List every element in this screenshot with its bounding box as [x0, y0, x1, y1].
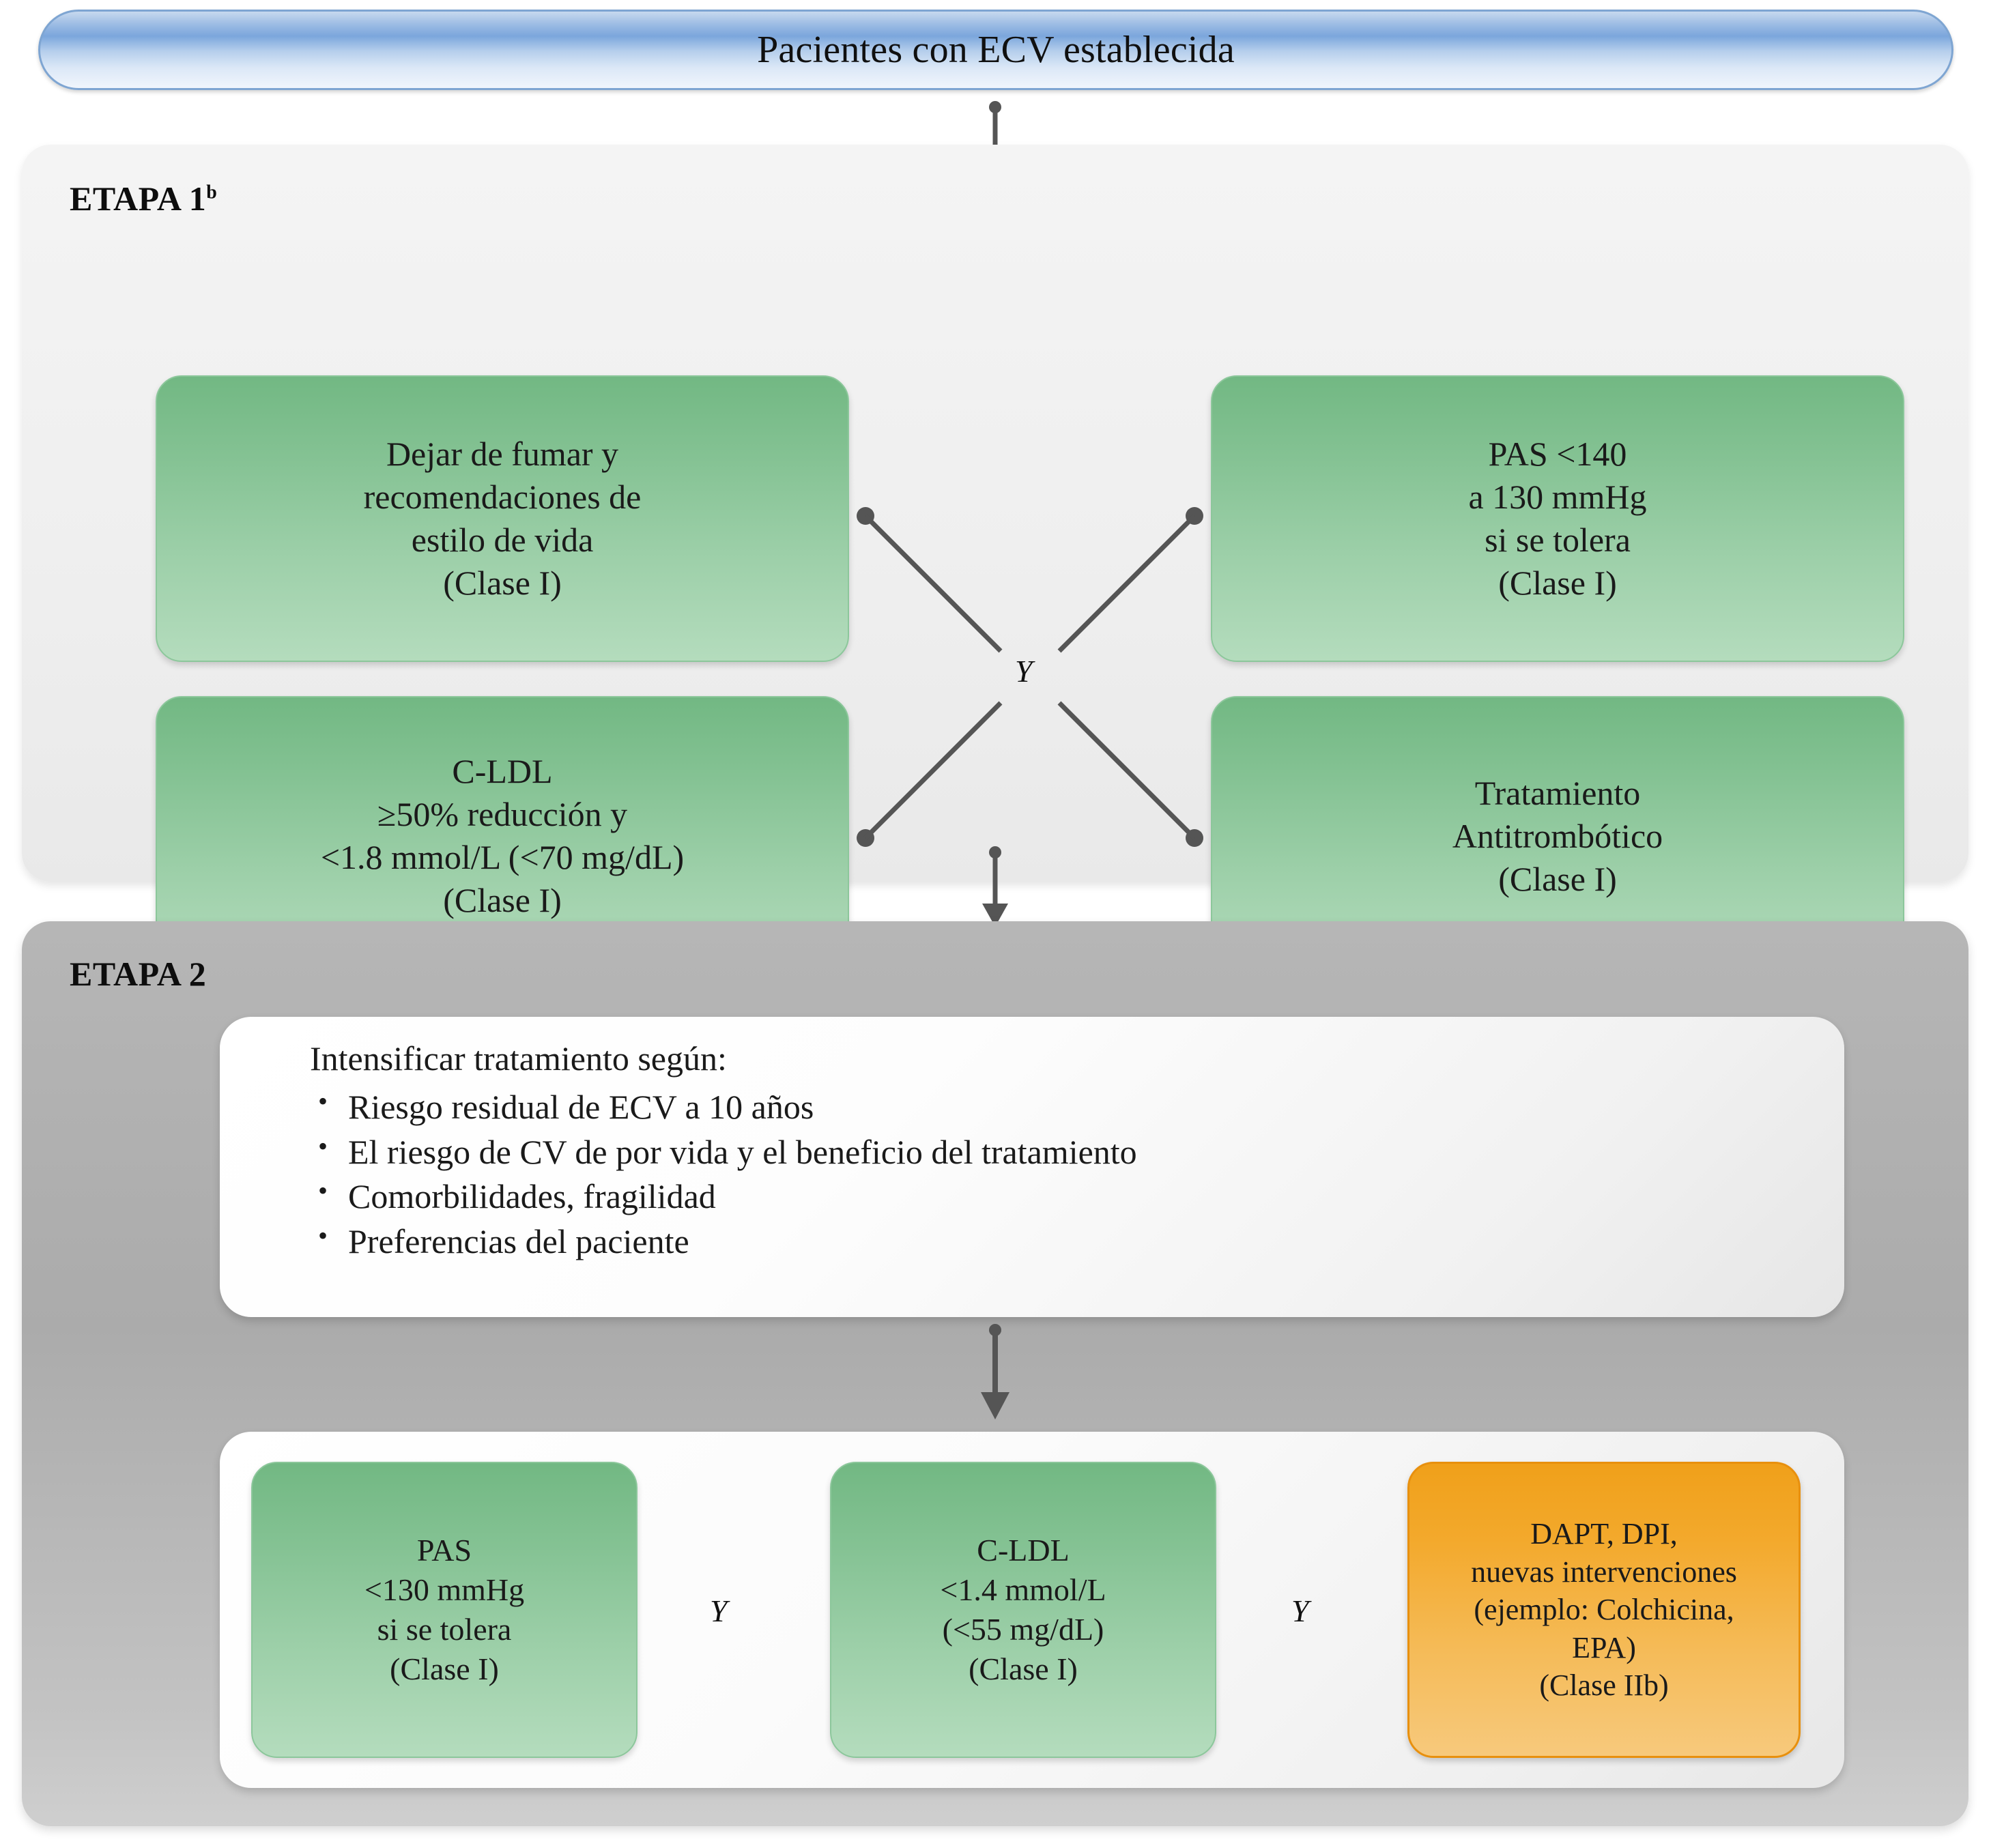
box-line: (ejemplo: Colchicina, — [1474, 1593, 1734, 1627]
box-line: estilo de vida — [411, 521, 594, 559]
stage1-label: ETAPA 1b — [70, 179, 217, 218]
stage2-targets-strip: PAS <130 mmHg si se tolera (Clase I) Y C… — [220, 1432, 1844, 1788]
box-line: si se tolera — [377, 1612, 512, 1647]
box-line: a 130 mmHg — [1468, 478, 1647, 516]
box-line: Tratamiento — [1474, 773, 1641, 812]
box-line: <130 mmHg — [364, 1572, 525, 1608]
box-smoking-cessation[interactable]: Dejar de fumar y recomendaciones de esti… — [156, 375, 849, 662]
box-line: <1.4 mmol/L — [940, 1572, 1106, 1608]
box-line: Antitrombótico — [1452, 816, 1663, 855]
box-line: (Clase I) — [443, 564, 562, 602]
stage2-label: ETAPA 2 — [70, 955, 207, 993]
box-line: nuevas intervenciones — [1471, 1555, 1737, 1589]
box-line: (Clase I) — [1498, 564, 1617, 602]
box-line: (<55 mg/dL) — [942, 1612, 1104, 1647]
box-line: (Clase I) — [969, 1651, 1078, 1686]
box-target-dapt-novel[interactable]: DAPT, DPI, nuevas intervenciones (ejempl… — [1407, 1462, 1801, 1758]
arrow-stage1-to-stage2 — [975, 846, 1016, 928]
box-line: C-LDL — [452, 752, 553, 790]
box-line: (Clase I) — [1498, 859, 1617, 898]
box-line: ≥50% reducción y — [377, 795, 628, 833]
box-line: PAS <140 — [1488, 435, 1627, 473]
box-line: <1.8 mmol/L (<70 mg/dL) — [320, 838, 685, 876]
box-systolic-bp[interactable]: PAS <140 a 130 mmHg si se tolera (Clase … — [1211, 375, 1904, 662]
stage1-panel: ETAPA 1b Dejar de fumar y recomendacione… — [22, 145, 1968, 976]
box-target-systolic-bp[interactable]: PAS <130 mmHg si se tolera (Clase I) — [251, 1462, 638, 1758]
arrow-intensify-to-targets — [975, 1324, 1016, 1421]
box-target-ldl[interactable]: C-LDL <1.4 mmol/L (<55 mg/dL) (Clase I) — [830, 1462, 1216, 1758]
list-item: El riesgo de CV de por vida y el benefic… — [318, 1129, 1803, 1175]
box-line: (Clase I) — [443, 881, 562, 919]
header-banner: Pacientes con ECV establecida — [38, 10, 1953, 90]
stage1-label-text: ETAPA 1 — [70, 179, 207, 218]
intensify-title: Intensificar tratamiento según: — [310, 1039, 727, 1078]
and-connector-targets-1: Y — [710, 1593, 728, 1628]
page-title: Pacientes con ECV establecida — [757, 29, 1235, 71]
box-line: si se tolera — [1485, 521, 1631, 559]
stage1-label-superscript: b — [206, 182, 218, 203]
stage2-panel: ETAPA 2 Intensificar tratamiento según: … — [22, 921, 1968, 1826]
x-connector-icon — [856, 506, 1204, 848]
box-line: PAS — [416, 1533, 472, 1568]
and-connector-targets-2: Y — [1291, 1593, 1309, 1628]
list-item: Riesgo residual de ECV a 10 años — [318, 1084, 1803, 1130]
box-line: recomendaciones de — [363, 478, 642, 516]
list-item: Comorbilidades, fragilidad — [318, 1173, 1803, 1219]
box-line: (Clase IIb) — [1539, 1669, 1669, 1703]
box-line: EPA) — [1572, 1630, 1636, 1664]
list-item: Preferencias del paciente — [318, 1218, 1803, 1265]
and-connector-stage1: Y — [1015, 654, 1033, 689]
box-line: Dejar de fumar y — [386, 435, 619, 473]
box-line: (Clase I) — [390, 1651, 499, 1686]
intensify-treatment-card: Intensificar tratamiento según: Riesgo r… — [220, 1017, 1844, 1317]
box-line: C-LDL — [977, 1533, 1070, 1568]
intensify-bullet-list: Riesgo residual de ECV a 10 años El ries… — [261, 1084, 1803, 1265]
box-line: DAPT, DPI, — [1530, 1517, 1678, 1551]
